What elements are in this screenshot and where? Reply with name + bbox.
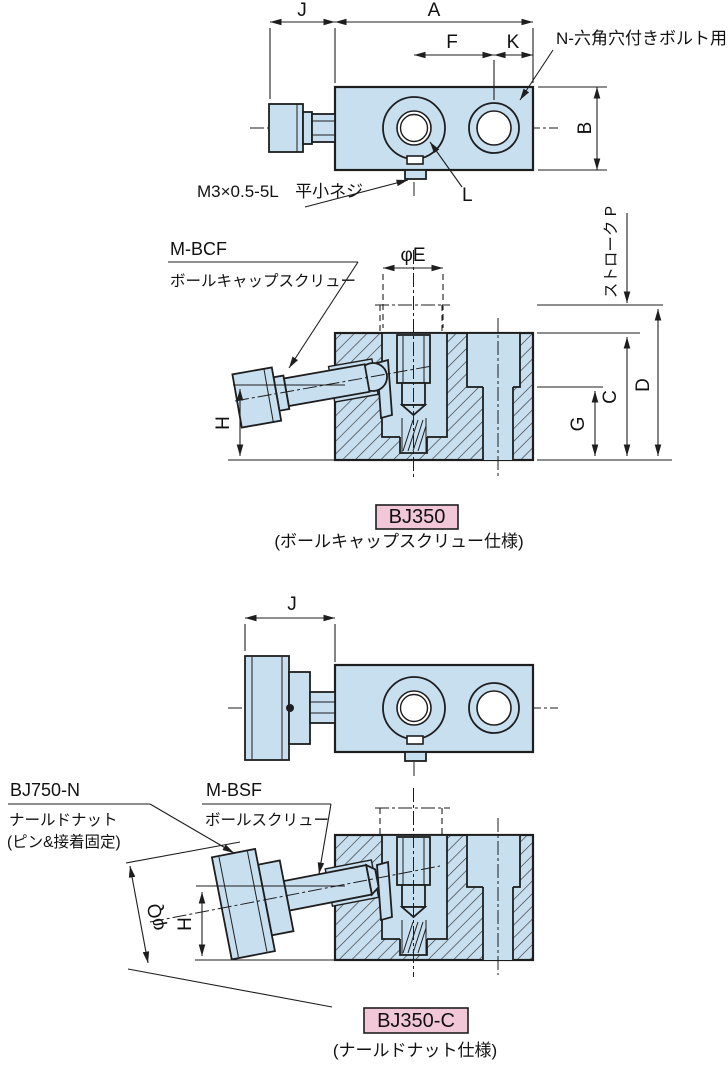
bj750n-code: BJ750-N bbox=[10, 780, 80, 800]
bolt-counterbore bbox=[466, 332, 521, 388]
dimension-g: G bbox=[568, 391, 599, 456]
m3-screw-tab bbox=[404, 751, 427, 762]
badge-caption: (ナールドナット仕様) bbox=[333, 1041, 497, 1060]
bj350c-top-view: J bbox=[228, 594, 558, 777]
screw-end bbox=[364, 863, 380, 897]
badge-box bbox=[363, 1007, 469, 1034]
dim-label-h: H bbox=[175, 917, 196, 931]
dim-label-c: C bbox=[600, 390, 621, 404]
leader-dim-l: L bbox=[429, 141, 473, 206]
dimension-j: J bbox=[269, 0, 336, 99]
cap-screw-side-view bbox=[268, 103, 336, 153]
mbcf-code: M-BCF bbox=[170, 239, 227, 259]
dimension-h: H bbox=[213, 389, 244, 456]
knurled-nut-side-view bbox=[244, 655, 336, 761]
mbcf-desc: ボールキャップスクリュー bbox=[170, 272, 356, 290]
mbsf-desc: ボールスクリュー bbox=[205, 811, 329, 829]
dim-label-f: F bbox=[446, 32, 458, 53]
bj750n-desc: ナールドナット bbox=[9, 812, 118, 829]
label-mbsf: M-BSF ボールスクリュー bbox=[202, 780, 332, 875]
spring-symbol bbox=[401, 920, 427, 954]
dimension-q: φQ bbox=[125, 841, 241, 964]
mbsf-code: M-BSF bbox=[206, 780, 262, 800]
dimension-d: D bbox=[633, 309, 662, 456]
stroke-phantom bbox=[375, 304, 450, 333]
dim-label-d: D bbox=[633, 378, 654, 392]
screw-axis bbox=[149, 865, 441, 923]
bj350-badge: BJ350 (ボールキャップスクリュー仕様) bbox=[274, 504, 524, 551]
dimension-k: K bbox=[494, 32, 533, 59]
bj350-section-view: φE ストローク P D C G H M-BCF ボ bbox=[168, 206, 672, 478]
leader-m3-note: M3×0.5-5L 平小ネジ bbox=[197, 179, 409, 208]
plunger-hole-top bbox=[382, 96, 446, 165]
dimension-j: J bbox=[244, 594, 336, 662]
badge-box bbox=[375, 504, 459, 530]
dim-label-b: B bbox=[575, 122, 596, 135]
bolt-hole-top bbox=[468, 682, 520, 734]
dim-label-k: K bbox=[507, 32, 520, 53]
dimension-h: H bbox=[175, 892, 206, 956]
dim-label-stroke: ストローク P bbox=[602, 206, 620, 298]
dim-label-h: H bbox=[213, 416, 234, 430]
leader-hex-bolt-note: N-六角穴付きボルト用 bbox=[519, 29, 727, 101]
ball-cap-screw bbox=[231, 362, 388, 429]
ref-baseline-diagonal bbox=[127, 968, 333, 1008]
dim-label-j: J bbox=[297, 0, 307, 21]
dimension-a: A bbox=[335, 0, 534, 83]
bj350-top-view: J A F K B N-六角穴付きボルト用 bbox=[197, 0, 727, 208]
key-notch bbox=[406, 155, 424, 165]
key-notch bbox=[406, 735, 424, 745]
m3-screw-tab bbox=[404, 169, 427, 180]
plunger-hole-top bbox=[382, 676, 446, 745]
dimension-stroke-p: ストローク P bbox=[602, 206, 631, 303]
dim-label-l: L bbox=[462, 185, 473, 206]
bolt-counterbore bbox=[466, 834, 521, 888]
dim-label-g: G bbox=[568, 417, 589, 432]
bj750n-fix: (ピン&接着固定) bbox=[7, 833, 121, 851]
badge-text: BJ350 bbox=[389, 506, 446, 528]
hex-bolt-note: N-六角穴付きボルト用 bbox=[556, 29, 727, 48]
dim-label-e: φE bbox=[401, 245, 426, 266]
dimension-b: B bbox=[538, 86, 607, 171]
dimension-c: C bbox=[600, 337, 631, 456]
dim-label-j: J bbox=[287, 594, 297, 615]
dim-label-q: φQ bbox=[144, 902, 169, 932]
m3-note: M3×0.5-5L 平小ネジ bbox=[197, 182, 363, 201]
fixing-pin bbox=[286, 704, 294, 712]
screw-axis bbox=[234, 365, 433, 402]
badge-caption: (ボールキャップスクリュー仕様) bbox=[274, 532, 523, 551]
stroke-phantom bbox=[375, 807, 450, 835]
label-bj750n: BJ750-N ナールドナット (ピン&接着固定) bbox=[7, 780, 235, 854]
bj350c-badge: BJ350-C (ナールドナット仕様) bbox=[333, 1007, 497, 1060]
bj350c-section-view: H φQ BJ750-N ナールドナット (ピン&接着固定) M-BSF ボール… bbox=[7, 780, 535, 1008]
dimension-f: F bbox=[414, 32, 495, 100]
dimension-e: φE bbox=[382, 245, 444, 328]
label-mbcf: M-BCF ボールキャップスクリュー bbox=[168, 239, 359, 369]
dim-label-a: A bbox=[428, 0, 441, 21]
badge-text: BJ350-C bbox=[377, 1010, 455, 1032]
bolt-hole-top bbox=[468, 102, 520, 154]
